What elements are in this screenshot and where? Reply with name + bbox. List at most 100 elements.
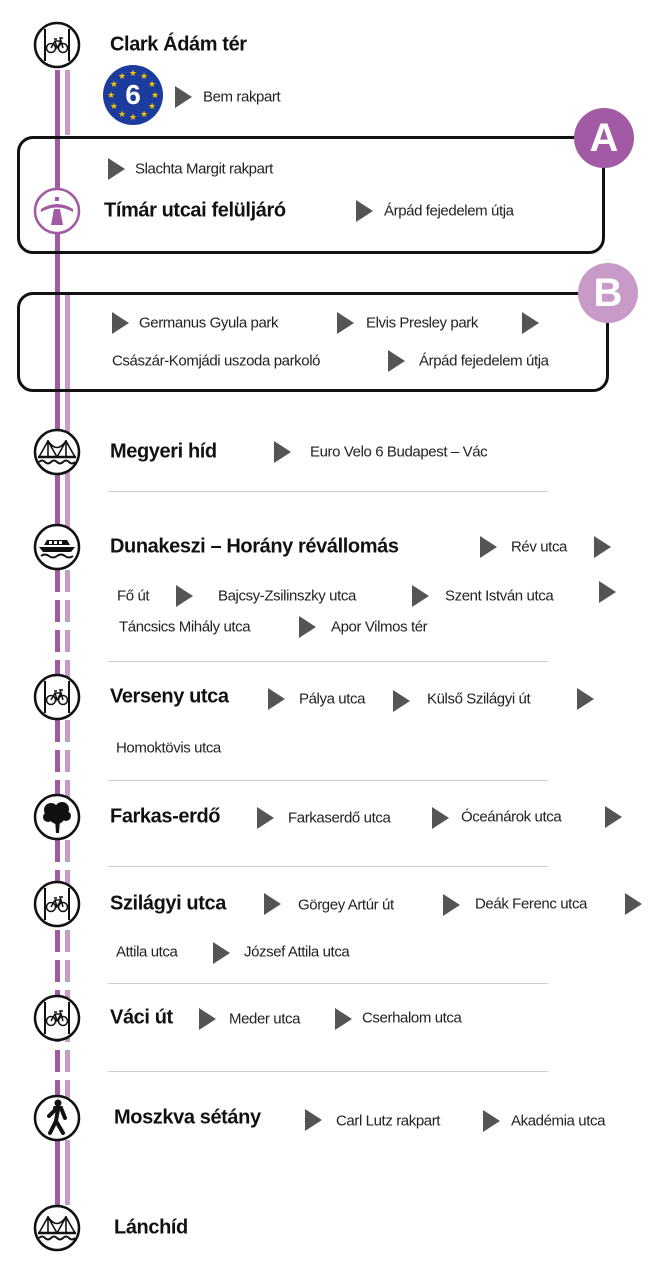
arrow-icon xyxy=(264,893,281,915)
route-b-line-dashed xyxy=(65,540,70,1148)
eurovelo-6-badge: ★★★★★★★★★★★★ xyxy=(102,64,164,126)
arrow-icon xyxy=(483,1110,500,1132)
arrow-icon xyxy=(112,312,129,334)
street-label: Külső Szilágyi út xyxy=(427,690,531,708)
street-label: Szent István utca xyxy=(445,587,554,605)
street-label: Apor Vilmos tér xyxy=(331,618,428,636)
variant-b-box xyxy=(17,292,609,392)
arrow-icon xyxy=(577,688,594,710)
arrow-icon xyxy=(443,894,460,916)
street-label: Bajcsy-Zsilinszky utca xyxy=(218,587,356,605)
street-label: Elvis Presley park xyxy=(366,314,479,332)
eurovelo-6-number: 6 xyxy=(125,79,141,110)
arrow-icon xyxy=(199,1008,216,1030)
station-title: Lánchíd xyxy=(114,1216,188,1239)
arrow-icon xyxy=(412,585,429,607)
svg-text:★: ★ xyxy=(107,90,115,100)
svg-text:★: ★ xyxy=(110,101,118,111)
station-title: Farkas-erdő xyxy=(110,805,221,828)
svg-text:★: ★ xyxy=(118,71,126,81)
street-label: Bem rakpart xyxy=(203,88,281,106)
divider xyxy=(108,866,548,867)
arrow-icon xyxy=(625,893,642,915)
street-label: Fő út xyxy=(117,587,150,605)
bike-lane-icon xyxy=(33,880,81,928)
ferry-icon xyxy=(33,523,81,571)
divider xyxy=(108,1071,548,1072)
arrow-icon xyxy=(268,688,285,710)
variant-b-badge: B xyxy=(578,263,638,323)
svg-text:★: ★ xyxy=(118,109,126,119)
street-label: Görgey Artúr út xyxy=(298,896,394,914)
arrow-icon xyxy=(108,158,125,180)
svg-text:★: ★ xyxy=(140,109,148,119)
route-b-line xyxy=(65,70,70,135)
station-title: Moszkva sétány xyxy=(114,1106,261,1129)
svg-text:★: ★ xyxy=(129,112,137,122)
arrow-icon xyxy=(175,86,192,108)
svg-text:★: ★ xyxy=(129,68,137,78)
street-label: Árpád fejedelem útja xyxy=(419,352,549,370)
street-label: Pálya utca xyxy=(299,690,366,708)
arrow-icon xyxy=(213,942,230,964)
svg-text:★: ★ xyxy=(140,71,148,81)
street-label: Farkaserdő utca xyxy=(288,809,391,827)
station-title: Szilágyi utca xyxy=(110,892,226,915)
variant-a-badge: A xyxy=(574,108,634,168)
divider xyxy=(108,983,548,984)
svg-text:★: ★ xyxy=(148,79,156,89)
street-label: Cserhalom utca xyxy=(362,1009,462,1027)
arrow-icon xyxy=(305,1109,322,1131)
street-label: Deák Ferenc utca xyxy=(475,895,587,913)
arrow-icon xyxy=(480,536,497,558)
street-label: Slachta Margit rakpart xyxy=(135,160,273,178)
arrow-icon xyxy=(393,690,410,712)
station-title: Clark Ádám tér xyxy=(110,33,247,56)
bridge-icon xyxy=(33,428,81,476)
bike-lane-icon xyxy=(33,994,81,1042)
arrow-icon xyxy=(594,536,611,558)
station-title: Megyeri híd xyxy=(110,440,217,463)
arrow-icon xyxy=(337,312,354,334)
arrow-icon xyxy=(274,441,291,463)
arrow-icon xyxy=(356,200,373,222)
route-a-line-dashed xyxy=(55,540,60,1148)
route-b-line xyxy=(65,295,70,540)
svg-text:★: ★ xyxy=(148,101,156,111)
street-label: Homoktövis utca xyxy=(116,739,221,757)
bridge-icon xyxy=(33,1204,81,1252)
divider xyxy=(108,661,548,662)
variant-a-box xyxy=(17,136,605,254)
street-label: Akadémia utca xyxy=(511,1112,606,1130)
arrow-icon xyxy=(388,350,405,372)
station-title: Dunakeszi – Horány révállomás xyxy=(110,535,399,558)
arrow-icon xyxy=(176,585,193,607)
tree-icon xyxy=(33,793,81,841)
route-a-line xyxy=(55,70,60,540)
svg-text:★: ★ xyxy=(110,79,118,89)
divider xyxy=(108,491,548,492)
divider xyxy=(108,780,548,781)
street-label: Császár-Komjádi uszoda parkoló xyxy=(112,352,321,370)
arrow-icon xyxy=(335,1008,352,1030)
pedestrian-icon xyxy=(33,1094,81,1142)
station-title: Tímár utcai felüljáró xyxy=(104,199,286,222)
bike-lane-icon xyxy=(33,21,81,69)
arrow-icon xyxy=(522,312,539,334)
route-b-line xyxy=(65,1148,70,1205)
street-label: Óceánárok utca xyxy=(461,808,562,826)
arrow-icon xyxy=(599,581,616,603)
street-label: József Attila utca xyxy=(244,943,350,961)
street-label: Rév utca xyxy=(511,538,567,556)
station-title: Váci út xyxy=(110,1006,173,1029)
street-label: Germanus Gyula park xyxy=(139,314,279,332)
street-label: Meder utca xyxy=(229,1010,301,1028)
street-label: Táncsics Mihály utca xyxy=(119,618,251,636)
overpass-icon xyxy=(33,187,81,235)
street-label: Attila utca xyxy=(116,943,178,961)
arrow-icon xyxy=(257,807,274,829)
bike-lane-icon xyxy=(33,673,81,721)
arrow-icon xyxy=(299,616,316,638)
station-title: Verseny utca xyxy=(110,685,229,708)
street-label: Euro Velo 6 Budapest – Vác xyxy=(310,443,488,461)
